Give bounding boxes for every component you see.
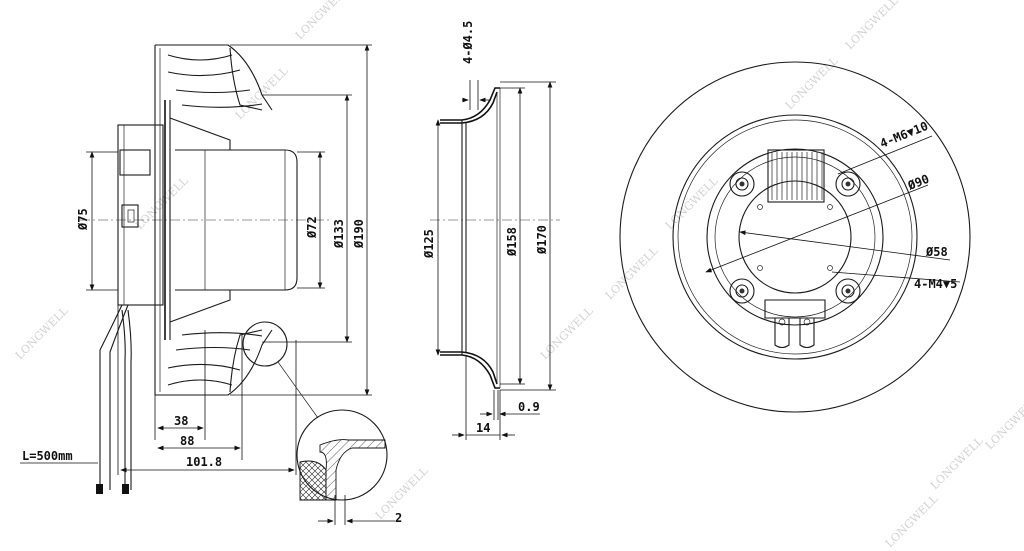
mount-boss: [729, 171, 755, 197]
watermark-text: LONGWELL: [883, 492, 941, 550]
dim-d133: Ø133: [332, 219, 346, 249]
holes-label: 4-Ø4.5: [461, 21, 475, 64]
dim-thickness: 0.9: [518, 400, 540, 414]
watermark-text: LONGWELL: [663, 174, 721, 232]
dim-depth: 14: [476, 421, 490, 435]
dim-d158: Ø158: [505, 227, 519, 257]
dim-d75: Ø75: [76, 208, 90, 231]
dim-d190: Ø190: [352, 219, 366, 249]
thread-outer-label: 4-M6▼10: [878, 119, 930, 151]
dim-l38: 38: [174, 414, 188, 428]
dim-l101-8: 101.8: [186, 455, 222, 469]
section-view: 4-Ø4.5 Ø125 Ø158 Ø170 0.9 14: [422, 21, 560, 440]
watermark-text: LONGWELL: [928, 434, 986, 492]
detail-view: 2: [296, 409, 402, 525]
watermark-text: LONGWELL: [538, 304, 596, 362]
front-view: 4-M6▼10 Ø90 Ø58 4-M4▼5: [619, 61, 971, 413]
dim-bolt-circle: Ø90: [905, 172, 931, 193]
dim-d72: Ø72: [305, 216, 319, 239]
watermark-text: LONGWELL: [983, 394, 1024, 452]
watermark-text: LONGWELL: [843, 0, 901, 52]
dim-d170: Ø170: [535, 225, 549, 255]
cable-length-label: L=500mm: [22, 449, 73, 463]
watermark-text: LONGWELL: [13, 304, 71, 362]
dim-d125: Ø125: [422, 229, 436, 259]
dim-detail-gap: 2: [395, 511, 402, 525]
side-view: Ø75 Ø72 Ø133 Ø190 38 88 101.8 L=50: [20, 44, 402, 525]
dim-l88: 88: [180, 434, 194, 448]
watermark-text: LONGWELL: [293, 0, 351, 42]
watermark-text: LONGWELL: [603, 244, 661, 302]
mount-boss: [835, 171, 861, 197]
watermark-text: LONGWELL: [233, 64, 291, 122]
fins: [771, 152, 823, 200]
dim-inner-bore: Ø58: [925, 245, 948, 259]
mount-boss: [729, 278, 755, 304]
mount-boss: [835, 278, 861, 304]
watermark-text: LONGWELL: [133, 174, 191, 232]
thread-inner-label: 4-M4▼5: [914, 277, 957, 291]
